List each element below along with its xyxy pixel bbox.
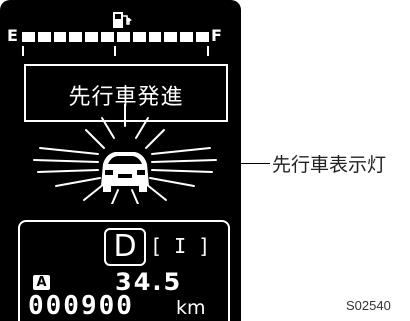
callout-label: 先行車表示灯 [272, 154, 387, 176]
fuel-segment [53, 32, 67, 42]
trip-meter-value: 34.5 [115, 268, 183, 296]
info-panel [18, 220, 230, 321]
odometer-value: 000900 [28, 291, 134, 321]
fuel-segment [148, 32, 162, 42]
fuel-segment [180, 32, 194, 42]
combination-meter-display: E F 先行車発進 [0, 0, 241, 321]
gear-position: D [104, 228, 146, 266]
fuel-level-bar [22, 32, 209, 42]
fuel-segment [196, 32, 209, 42]
fuel-segment [22, 32, 35, 42]
vehicle-ahead-icon [33, 104, 217, 204]
fuel-segment [132, 32, 146, 42]
callout-leader-line [186, 163, 270, 164]
fuel-segment [116, 32, 130, 42]
fuel-segment [85, 32, 99, 42]
fuel-segment [101, 32, 114, 42]
fuel-full-label: F [211, 26, 222, 45]
fuel-segment [69, 32, 83, 42]
fuel-empty-label: E [7, 26, 18, 45]
drive-mode-indicator: [ I ] [150, 234, 211, 258]
fuel-segment [37, 32, 51, 42]
fuel-pump-icon [113, 12, 132, 28]
fuel-gauge-ticks [22, 46, 209, 56]
trip-a-badge: A [33, 275, 50, 290]
figure-id: S02540 [346, 298, 391, 313]
fuel-segment [164, 32, 178, 42]
odometer-unit: km [176, 297, 206, 319]
